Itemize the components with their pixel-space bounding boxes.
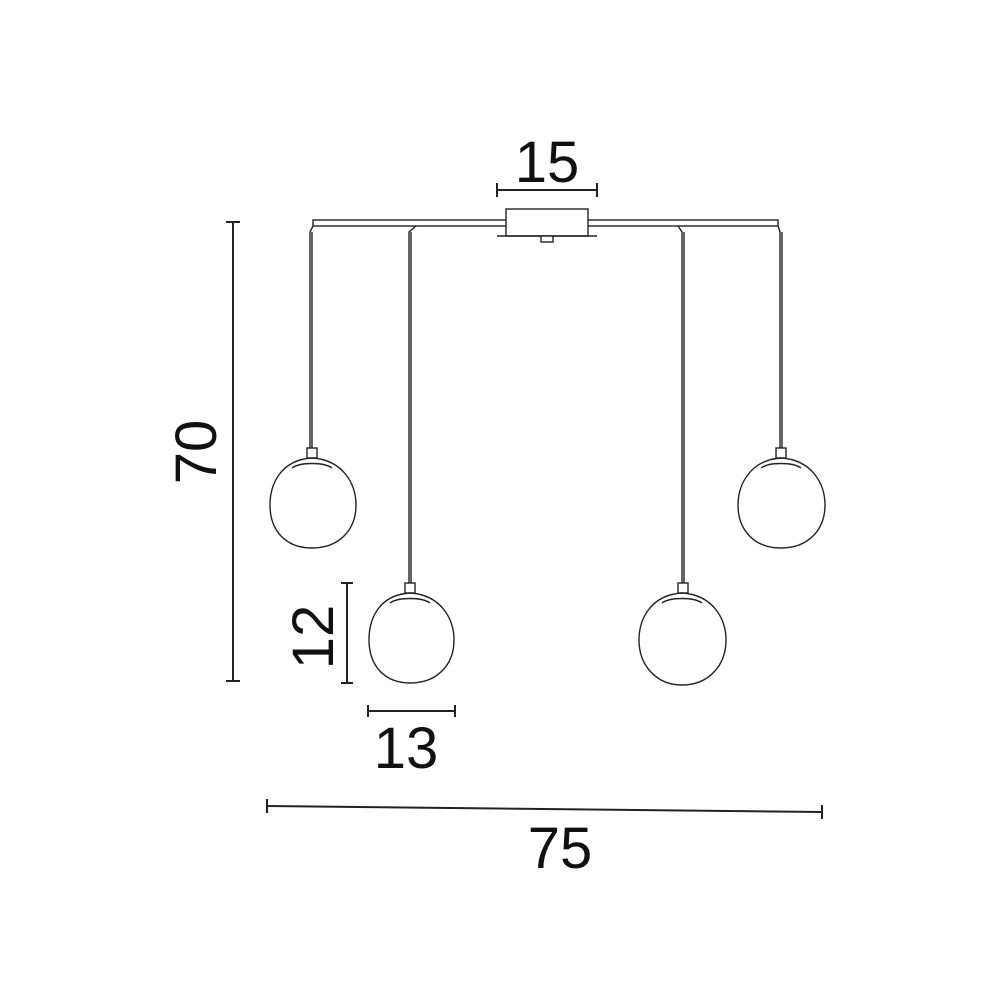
total-width-label: 75: [528, 816, 593, 881]
pendant-2: [368, 225, 455, 684]
glass-shade-4: [737, 457, 826, 549]
dimension-canopy-width: 15: [496, 130, 598, 197]
total-height-label: 70: [164, 420, 229, 485]
pendant-3: [638, 225, 727, 686]
pendant-1: [269, 225, 357, 549]
glass-shade-2: [368, 592, 455, 684]
shade-width-label: 13: [374, 716, 439, 781]
glass-shade-3: [638, 592, 727, 686]
dimension-shade-height: 12: [281, 582, 353, 684]
ceiling-canopy: [497, 208, 597, 243]
shade-height-label: 12: [281, 605, 346, 670]
dimension-total-height: 70: [164, 221, 240, 682]
glass-shade-1: [269, 457, 357, 549]
dimension-shade-width: 13: [367, 705, 456, 781]
pendant-4: [737, 225, 826, 549]
canopy-width-label: 15: [515, 130, 580, 195]
dimension-total-width: 75: [266, 799, 823, 881]
